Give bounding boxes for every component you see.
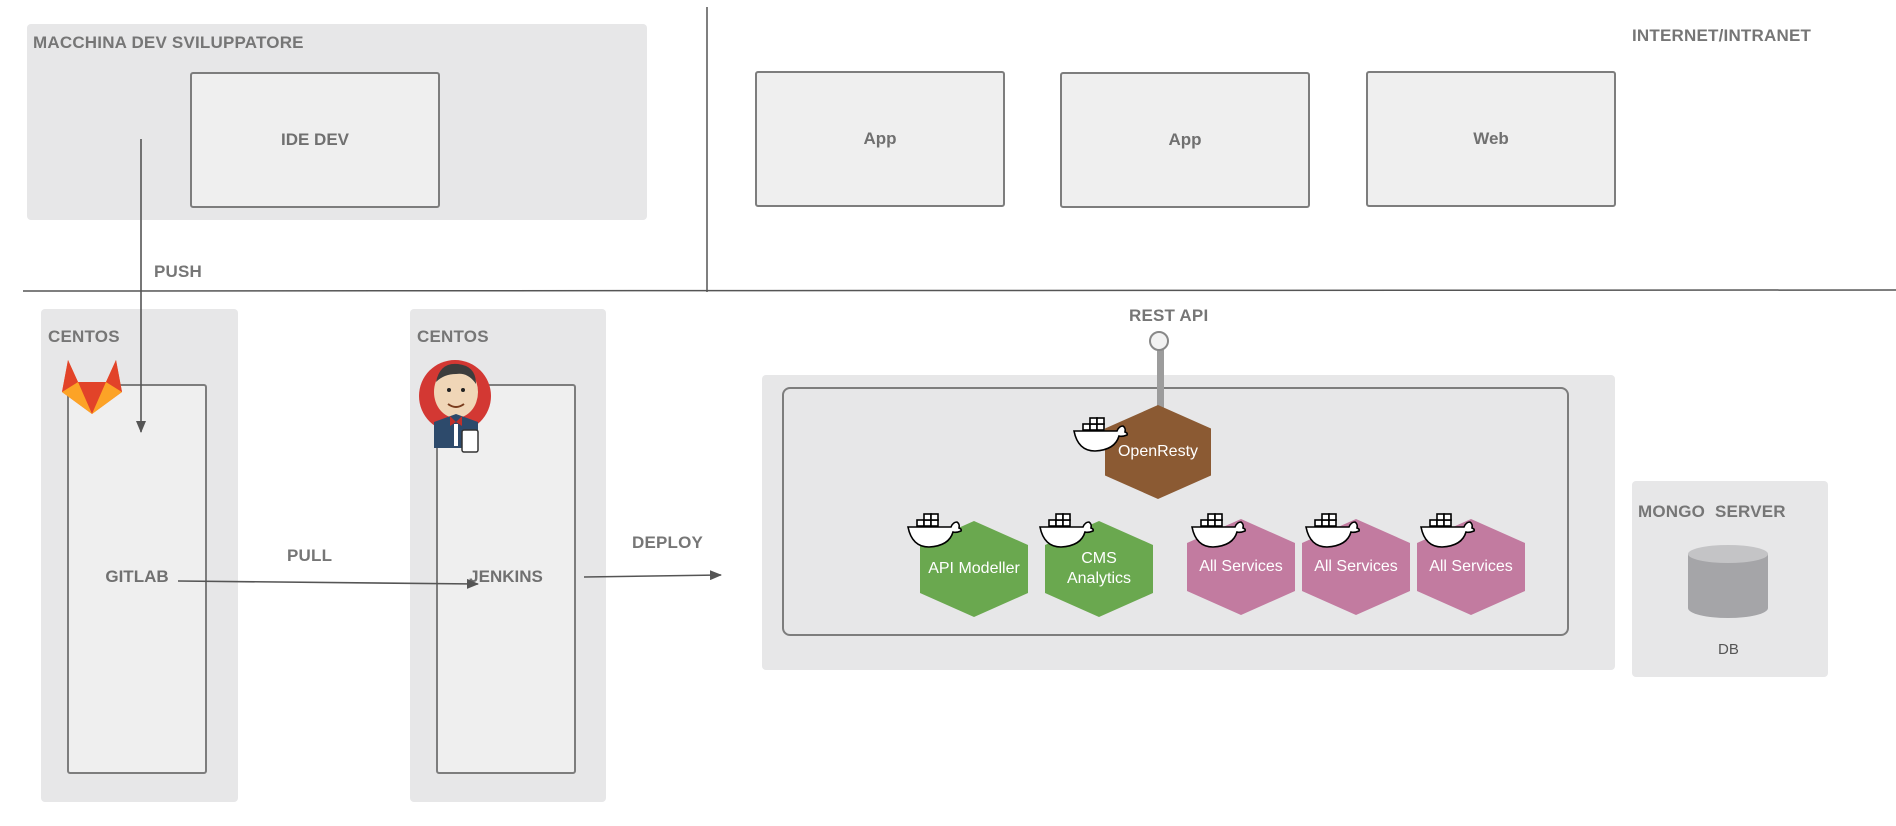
pull-arrow [177,578,479,589]
app-label-1: App [863,129,897,148]
deploy-label: DEPLOY [632,533,704,552]
all-services-container-2[interactable]: All Services [1302,519,1410,615]
web-label: Web [1473,129,1509,148]
cms-label-line2: Analytics [1066,570,1132,587]
all-services-label-1: All Services [1199,558,1283,575]
cms-analytics-label: CMS Analytics [1067,549,1131,589]
docker-icon [1305,513,1361,548]
all-services-label-2: All Services [1314,558,1398,575]
rest-api-stem [1157,350,1164,408]
docker-icon [907,513,963,548]
internet-label: INTERNET/INTRANET [1632,26,1812,45]
gitlab-box[interactable]: GITLAB [67,384,207,774]
docker-host-box [782,387,1569,636]
push-label: PUSH [154,262,203,281]
openresty-label: OpenResty [1117,443,1199,460]
database-icon [1688,545,1768,618]
jenkins-label: JENKINS [469,566,543,586]
pull-label: PULL [287,546,333,565]
jenkins-logo-icon [419,360,491,453]
horizontal-divider [22,289,1896,292]
docker-icon [1191,513,1247,548]
docker-icon [1420,513,1476,548]
app-box-2[interactable]: App [1060,72,1310,208]
mongo-server-label: MONGO SERVER [1638,502,1786,521]
rest-api-label: REST API [1129,306,1209,325]
web-box[interactable]: Web [1366,71,1616,207]
ide-dev-box[interactable]: IDE DEV [190,72,440,208]
app-box-1[interactable]: App [755,71,1005,207]
deploy-arrow [583,570,722,581]
jenkins-box[interactable]: JENKINS [436,384,576,774]
all-services-label-3: All Services [1429,558,1513,575]
app-label-2: App [1168,130,1202,149]
gitlab-logo-icon [62,360,122,414]
docker-icon [1073,417,1129,452]
cms-label-line1: CMS [1081,550,1117,567]
centos-jenkins-label: CENTOS [417,327,489,346]
ide-dev-label: IDE DEV [280,130,350,149]
api-modeller-label: API Modeller [928,560,1020,577]
centos-gitlab-label: CENTOS [48,327,120,346]
all-services-container-1[interactable]: All Services [1187,519,1295,615]
docker-icon [1039,513,1095,548]
db-label: DB [1718,641,1739,658]
rest-api-endpoint-icon[interactable] [1149,331,1169,351]
gitlab-label: GITLAB [105,566,169,586]
dev-machine-label: MACCHINA DEV SVILUPPATORE [33,33,304,52]
